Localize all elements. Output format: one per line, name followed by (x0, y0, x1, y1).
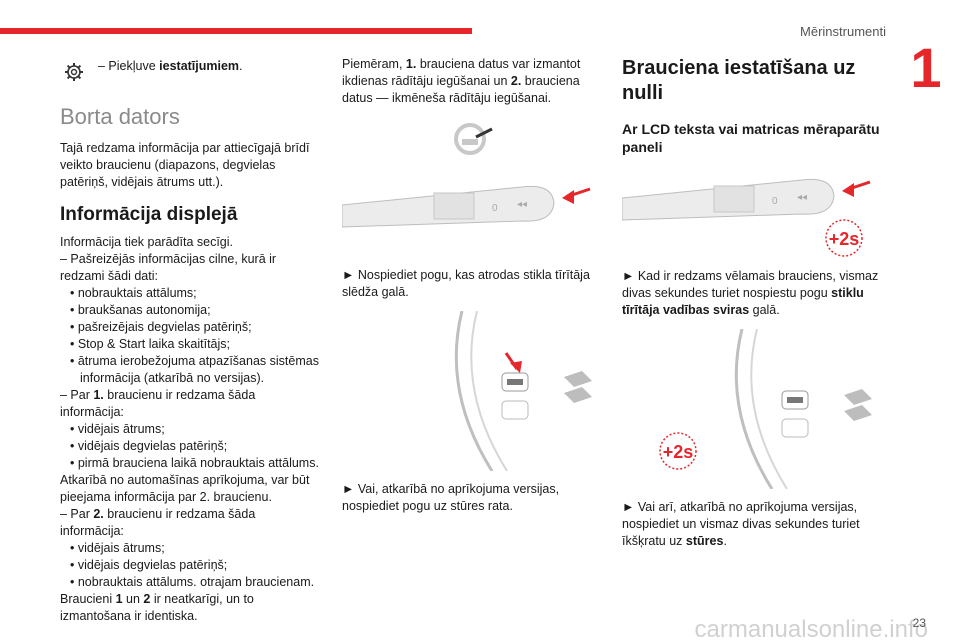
column-3: Brauciena iestatīšana uz nulli Ar LCD te… (622, 56, 884, 550)
svg-text:+2s: +2s (663, 442, 694, 462)
settings-line: – Piekļuve iestatījumiem. (98, 59, 243, 73)
list-item: • vidējais ātrums; (70, 541, 165, 555)
svg-text:◂◂: ◂◂ (797, 192, 807, 203)
hold-2s-icon: +2s (825, 219, 863, 257)
column-1: – Piekļuve iestatījumiem. Borta dators T… (60, 56, 322, 625)
settings-row: – Piekļuve iestatījumiem. (60, 56, 322, 86)
list-item-continuation: informācija (atkarībā no versijas). (80, 371, 265, 385)
dash-item: – Par 2. braucienu ir redzama šāda infor… (60, 507, 256, 538)
intro-paragraph: Tajā redzama informācija par attiecīgajā… (60, 141, 310, 189)
heading-borta-dators: Borta dators (60, 104, 180, 129)
page-number: 23 (912, 616, 926, 630)
hold-2s-icon: +2s (659, 432, 697, 470)
list-item: • pašreizējais degvielas patēriņš; (70, 320, 252, 334)
svg-text:◂◂: ◂◂ (517, 199, 527, 210)
gear-icon (65, 63, 83, 81)
list-item: • vidējais ātrums; (70, 422, 165, 436)
section-title: Mērinstrumenti (800, 24, 886, 39)
step-wheel-button: ► Vai, atkarībā no aprīkojuma versijas, … (342, 482, 560, 513)
steering-wheel-hold-illustration: +2s (659, 329, 872, 489)
svg-text:+2s: +2s (829, 229, 860, 249)
list-item: • braukšanas autonomija; (70, 303, 211, 317)
step-stalk-button: ► Nospiediet pogu, kas atrodas stikla tī… (342, 268, 590, 299)
wiper-stalk-illustration: 0 ◂◂ (342, 123, 591, 228)
list-item: • nobrauktais attālums; (70, 286, 197, 300)
heading-lcd: Ar LCD teksta vai matricas mēraparātu pa… (622, 121, 880, 155)
paragraph: Piemēram, 1. brauciena datus var izmanto… (342, 57, 581, 105)
list-item: • pirmā brauciena laikā nobrauktais attā… (70, 456, 319, 470)
column-2: Piemēram, 1. brauciena datus var izmanto… (342, 56, 604, 515)
dash-item: – Pašreizējās informācijas cilne, kurā i… (60, 252, 277, 283)
step-stalk-hold: ► Kad ir redzams vēlamais brauciens, vis… (622, 269, 879, 317)
steering-wheel-icon (454, 123, 493, 155)
heading-informacija-displeja: Informācija displejā (60, 204, 238, 225)
list-item: • Stop & Start laika skaitītājs; (70, 337, 230, 351)
paragraph: Informācija tiek parādīta secīgi. (60, 235, 233, 249)
heading-reset: Brauciena iestatīšana uz nulli (622, 57, 856, 104)
watermark: carmanualsonline.info (694, 616, 928, 643)
list-item: • vidējais degvielas patēriņš; (70, 558, 228, 572)
svg-text:0: 0 (772, 196, 778, 207)
list-item: • nobrauktais attālums. otrajam braucien… (70, 575, 315, 589)
top-accent-bar (0, 28, 472, 34)
paragraph: Atkarībā no automašīnas aprīkojuma, var … (60, 473, 310, 504)
svg-text:0: 0 (492, 203, 498, 214)
chapter-number: 1 (910, 36, 942, 99)
step-thumbwheel-hold: ► Vai arī, atkarībā no aprīkojuma versij… (622, 500, 860, 548)
paragraph: Braucieni 1 un 2 ir neatkarīgi, un to iz… (60, 592, 254, 623)
list-item: • ātruma ierobežojuma atpazīšanas sistēm… (70, 354, 319, 368)
steering-wheel-button-illustration (454, 311, 592, 471)
list-item: • vidējais degvielas patēriņš; (70, 439, 228, 453)
dash-item: – Par 1. braucienu ir redzama šāda infor… (60, 388, 256, 419)
wiper-stalk-hold-illustration: 0 ◂◂ +2s (622, 178, 871, 257)
